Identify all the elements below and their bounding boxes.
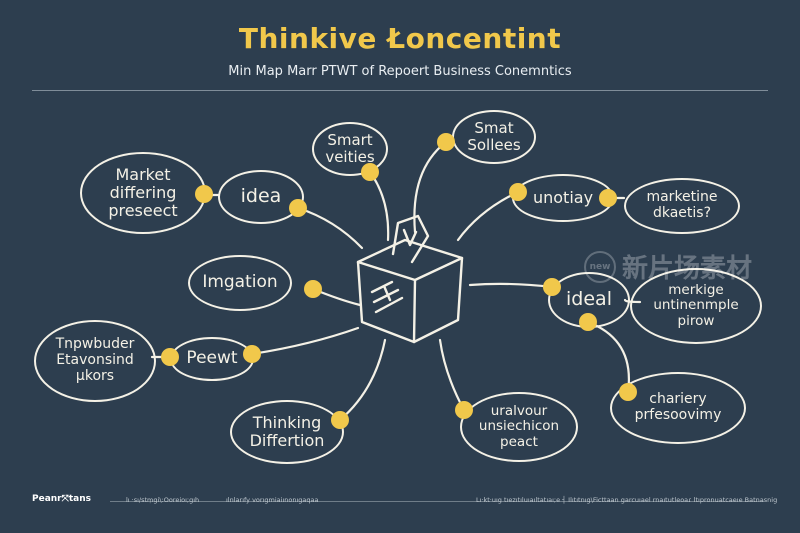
node-dot (619, 383, 637, 401)
node-dot (243, 345, 261, 363)
node-marketine: marketine dkaetis? (624, 178, 740, 234)
page-subtitle: Min Map Marr PTWT of Repoert Business Co… (228, 64, 572, 79)
node-imgation: Imgation (188, 255, 292, 311)
node-dot (437, 133, 455, 151)
node-dot (289, 199, 307, 217)
connector-unotiay (456, 190, 520, 242)
node-dot (509, 183, 527, 201)
footer-divider (110, 501, 764, 502)
page-title: Thinkive Łoncentint (238, 22, 562, 55)
watermark-badge-icon: new (584, 250, 616, 283)
node-thinking: Thinking Differtion (230, 400, 344, 464)
watermark: new 新片场素材 (584, 248, 752, 285)
node-dot (361, 163, 379, 181)
connector-idea-left (296, 206, 364, 250)
node-tnpwbuder: Tnpwbuder Etavonsind μkors (34, 320, 156, 402)
node-dot (161, 348, 179, 366)
node-dot (599, 189, 617, 207)
connector-uralvour (438, 338, 466, 412)
footer-note: Lı·kt·uıg tıezıtıluıaıltatıaı;e ┤ Ilıtıt… (476, 496, 778, 504)
node-dot (331, 411, 349, 429)
node-dot (455, 401, 473, 419)
connector-thinking (338, 338, 387, 422)
watermark-text: 新片场素材 (622, 254, 753, 284)
node-dot (579, 313, 597, 331)
node-smart-veities: Smart veities (312, 122, 388, 176)
connector-ideal (468, 282, 554, 289)
ballot-box-icon (356, 214, 464, 344)
node-market: Market differing preseect (80, 152, 206, 234)
node-dot (543, 278, 561, 296)
connector-peewt (250, 326, 360, 356)
node-chariery: chariery prfesoovimy (610, 372, 746, 444)
footer-note: lı ·sı/stṃgi\:Ooreioı;gıh (126, 496, 200, 504)
node-uralvour: uralvour unsiechicon peact (460, 392, 578, 462)
footer-note: ılnlarıfy vorıgmiaiınonıgaqaa (226, 496, 319, 504)
node-dot (304, 280, 322, 298)
node-peewt: Peewt (170, 337, 254, 381)
node-smat-sollees: Smat Sollees (452, 110, 536, 164)
connector-ideal-chariery (586, 320, 630, 394)
header-divider (32, 90, 768, 91)
connector-smart-veities (368, 170, 390, 242)
footer-logo: Peanr⤧tans (32, 494, 91, 504)
node-idea-left: idea (218, 170, 304, 224)
node-merkige: merkige untinenmple pirow (630, 268, 762, 344)
node-dot (195, 185, 213, 203)
